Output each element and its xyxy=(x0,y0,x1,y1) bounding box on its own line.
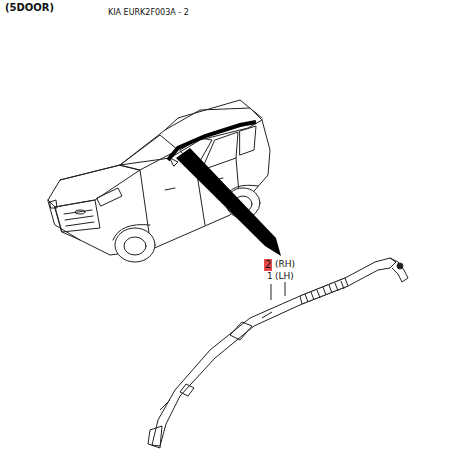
callout-number: 1 xyxy=(267,272,273,281)
side-label: (LH) xyxy=(275,272,294,281)
callout-number: 2 xyxy=(264,259,272,271)
drawing-code: KIA EURK2F003A - 2 xyxy=(108,9,189,17)
side-label: (RH) xyxy=(275,260,295,269)
view-title: (5DOOR) xyxy=(5,3,54,13)
